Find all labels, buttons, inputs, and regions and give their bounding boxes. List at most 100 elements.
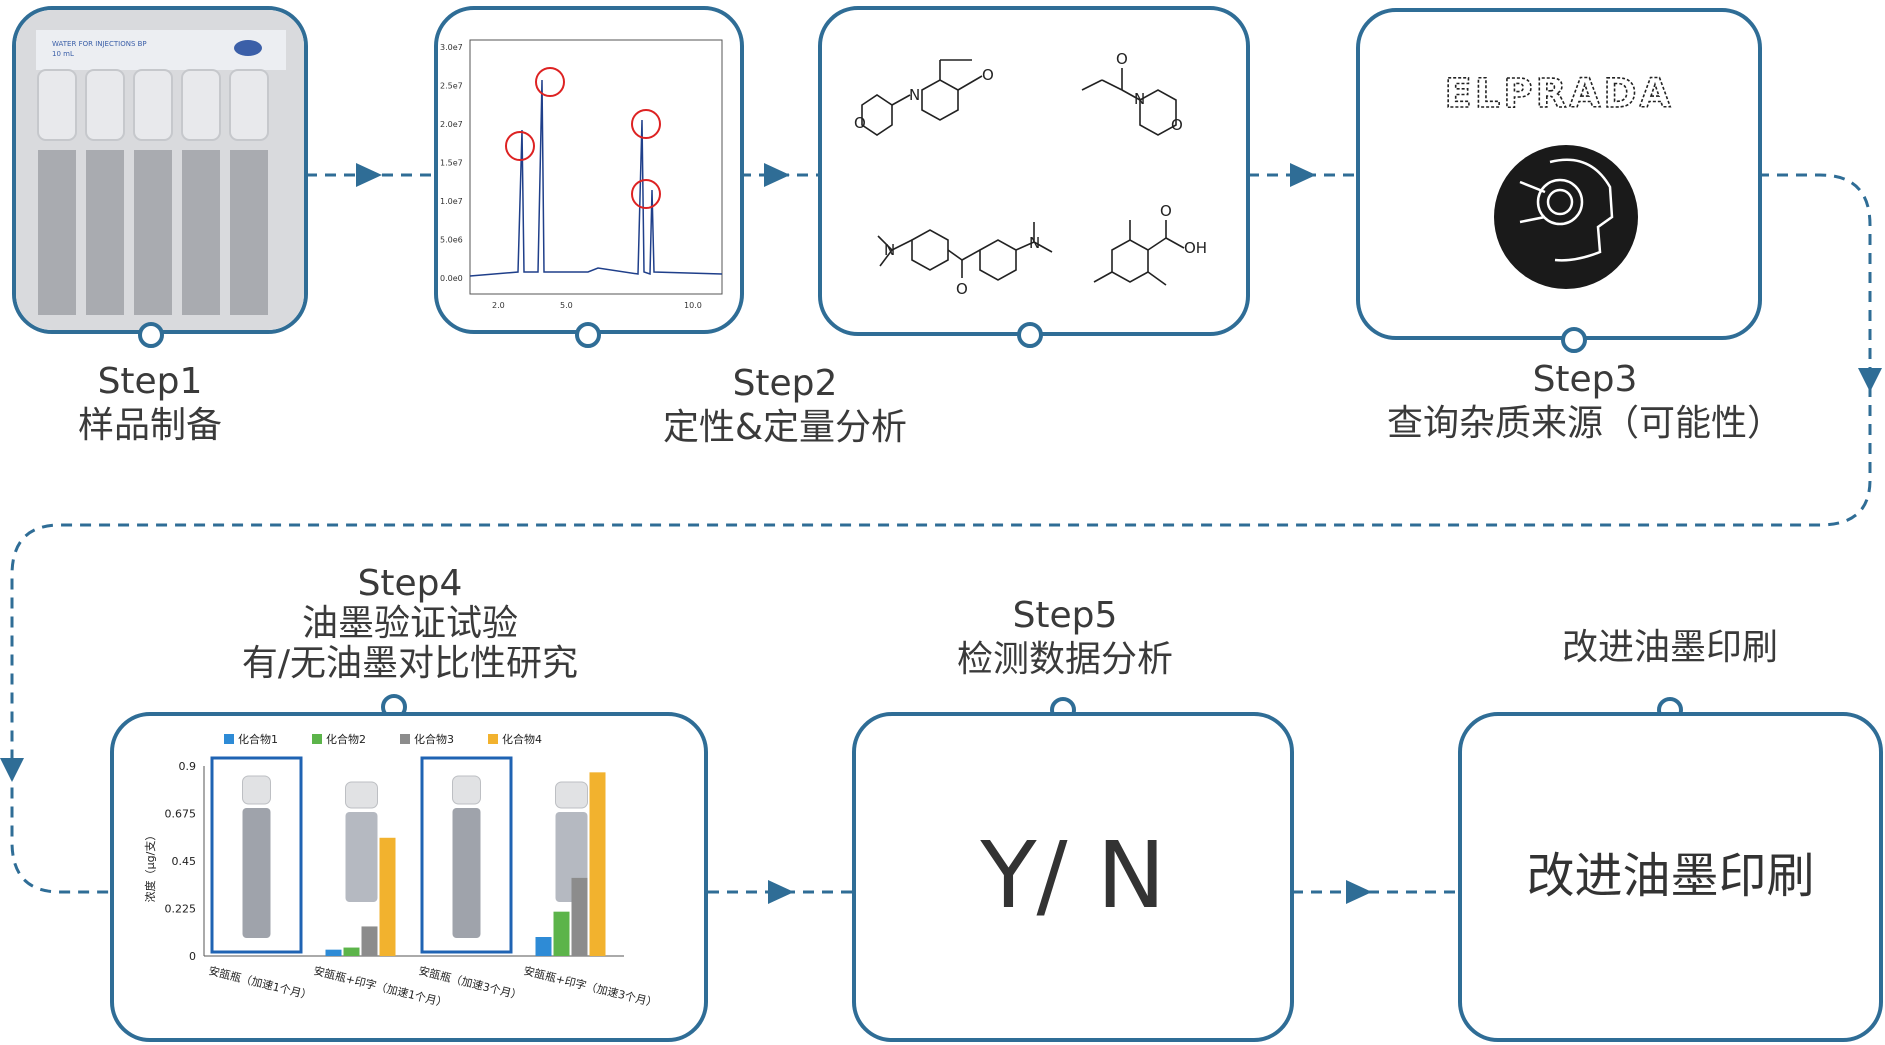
peak-marker (505, 131, 535, 161)
step5-label: Step5 检测数据分析 (900, 594, 1230, 682)
step2-desc: 定性&定量分析 (662, 407, 908, 448)
step1-title: Step1 (97, 361, 203, 402)
step1-label: Step1 样品制备 (40, 360, 260, 448)
ai-head-icon (1494, 145, 1638, 289)
x-tick-label: 安瓿瓶+印字（加速3个月） (522, 963, 659, 1010)
step5-decision-box: Y/ N (852, 712, 1294, 1042)
chromatogram-y-tick: 5.0e6 (440, 236, 463, 245)
step3-label: Step3 查询杂质来源（可能性） (1340, 358, 1830, 446)
atom-label-o: O (982, 66, 994, 84)
atom-label-o: O (1116, 50, 1128, 68)
legend-label: 化合物1 (238, 732, 278, 746)
atom-label-o: O (1160, 202, 1172, 220)
ampoule-body (242, 808, 271, 938)
step4-label: Step4 油墨验证试验 有/无油墨对比性研究 (200, 564, 620, 684)
vial-label-line: 10 mL (52, 50, 74, 58)
y-tick-label: 0.675 (165, 808, 197, 821)
peak-marker (631, 179, 661, 209)
y-tick-label: 0 (189, 950, 196, 963)
step3-title: Step3 (1532, 359, 1638, 400)
step4-desc-1: 油墨验证试验 (301, 603, 518, 644)
y-axis-label: 浓度（μg/支） (143, 830, 157, 903)
chromatogram-y-tick: 2.0e7 (440, 120, 463, 129)
elprada-logo: ELPRADA (1444, 70, 1673, 289)
ampoule-body (345, 812, 378, 902)
step4-desc-2: 有/无油墨对比性研究 (241, 643, 579, 684)
legend-swatch (312, 734, 322, 744)
step1-connector-dot (138, 322, 164, 348)
ampoule-frame (210, 756, 303, 954)
step2-connector-dot (575, 322, 601, 348)
bar (571, 877, 588, 956)
step6-desc: 改进油墨印刷 (1561, 627, 1778, 668)
step2-molecules: N O O O N O O N N O OH (818, 6, 1250, 336)
ampoule-cap (242, 775, 271, 805)
ampoule-cap (345, 781, 378, 809)
chromatogram-x-tick: 5.0 (560, 301, 573, 310)
chromatogram-x-tick: 2.0 (492, 301, 505, 310)
atom-label-n: N (1134, 90, 1145, 108)
step6-improve-box: 改进油墨印刷 (1458, 712, 1883, 1042)
step6-label: 改进油墨印刷 (1500, 626, 1840, 670)
improve-ink-printing: 改进油墨印刷 (1526, 848, 1815, 904)
y-tick-label: 0.225 (165, 903, 197, 916)
yes-no-result: Y/ N (980, 822, 1166, 929)
y-tick-label: 0.45 (172, 855, 197, 868)
step3-desc: 查询杂质来源（可能性） (1386, 403, 1783, 444)
peak-marker (535, 67, 565, 97)
atom-label-n: N (909, 86, 920, 104)
step3-database-logo: ELPRADA (1356, 8, 1762, 340)
chromatogram-y-tick: 2.5e7 (440, 82, 463, 91)
step2-label: Step2 定性&定量分析 (620, 362, 950, 450)
step1-desc: 样品制备 (77, 405, 222, 446)
bar (325, 949, 342, 956)
legend-swatch (400, 734, 410, 744)
legend-label: 化合物4 (502, 732, 542, 746)
ampoule-frame (420, 756, 513, 954)
arrow-down-icon (0, 758, 24, 782)
step3-connector-dot (1561, 327, 1587, 353)
chromatogram-y-tick: 0.0e0 (440, 274, 463, 283)
atom-label-o: O (956, 280, 968, 298)
x-tick-label: 安瓿瓶（加速1个月） (207, 963, 313, 1002)
chromatogram-x-tick: 10.0 (684, 301, 702, 310)
elprada-wordmark: ELPRADA (1444, 71, 1673, 117)
arrow-right-icon (356, 163, 382, 187)
bar (589, 772, 606, 956)
legend-label: 化合物3 (414, 732, 454, 746)
arrow-down-icon (1858, 368, 1882, 392)
legend-swatch (224, 734, 234, 744)
step2-title: Step2 (732, 363, 838, 404)
step2-molecule-dot (1017, 322, 1043, 348)
atom-label-n: N (884, 241, 895, 259)
atom-label-oh: OH (1184, 239, 1207, 257)
atom-label-o: O (854, 114, 866, 132)
bar (553, 911, 570, 956)
arrow-right-icon (1290, 163, 1316, 187)
legend-swatch (488, 734, 498, 744)
chromatogram-y-tick: 3.0e7 (440, 43, 463, 52)
chromatogram-y-tick: 1.0e7 (440, 197, 463, 206)
arrow-right-icon (764, 163, 790, 187)
atom-label-o: O (1171, 116, 1183, 134)
chemical-structures: N O O O N O O N N O OH (854, 50, 1207, 298)
bar (361, 926, 378, 956)
ampoule-cap (452, 775, 481, 805)
arrow-right-icon (1346, 880, 1372, 904)
ampoule-body (452, 808, 481, 938)
bar (535, 937, 552, 956)
step5-title: Step5 (1012, 595, 1118, 636)
arrow-right-icon (768, 880, 794, 904)
ampoule-cap (555, 781, 588, 809)
peak-marker (631, 109, 661, 139)
legend-label: 化合物2 (326, 732, 366, 746)
bar (343, 947, 360, 956)
bar (379, 837, 396, 956)
